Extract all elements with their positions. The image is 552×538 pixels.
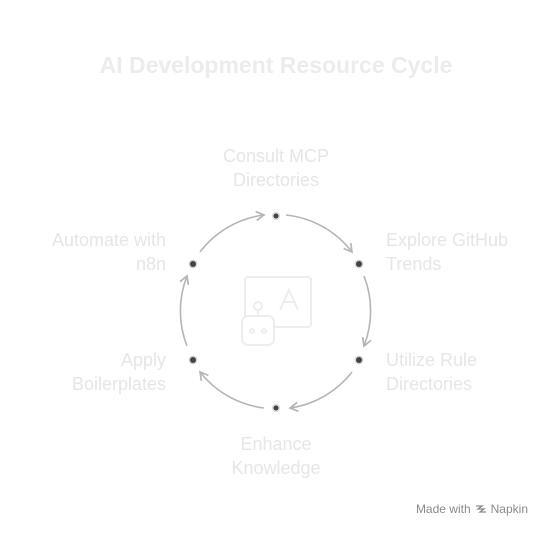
cycle-arrow-4 bbox=[198, 370, 265, 409]
diagram-title: AI Development Resource Cycle bbox=[99, 52, 453, 78]
cycle-node-top bbox=[272, 212, 280, 220]
robot-ai-icon bbox=[241, 276, 312, 346]
cycle-arrow-2 bbox=[361, 275, 372, 348]
cycle-node-top-right bbox=[354, 259, 364, 269]
cycle-arrow-6 bbox=[199, 210, 266, 253]
cycle-node-bottom-left bbox=[188, 355, 198, 365]
cycle-arrow-1 bbox=[285, 214, 354, 254]
napkin-logo-icon bbox=[475, 505, 486, 513]
made-with-napkin-watermark[interactable]: Made with Napkin bbox=[416, 502, 528, 516]
watermark-brand: Napkin bbox=[490, 502, 528, 516]
watermark-made-with: Made with bbox=[415, 502, 471, 516]
cycle-node-bottom bbox=[272, 404, 280, 412]
cycle-arrow-3 bbox=[288, 371, 353, 413]
cycle-node-bottom-right bbox=[354, 355, 364, 365]
cycle-arrow-5 bbox=[179, 274, 190, 347]
cycle-node-top-left bbox=[188, 259, 198, 269]
